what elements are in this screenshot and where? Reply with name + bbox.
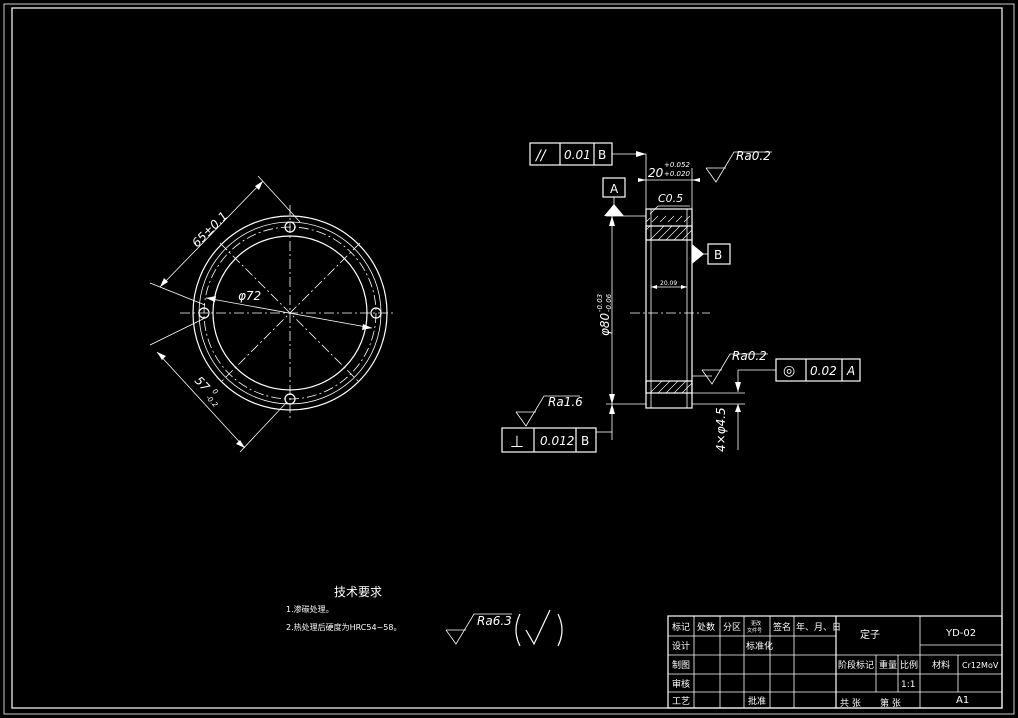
- dim-chord-bottom-tol-upper: 0: [211, 387, 220, 396]
- tb-process: 工艺: [672, 696, 690, 707]
- tb-drawing-no: YD-02: [945, 628, 976, 639]
- perpendicular-frame: [501, 427, 597, 453]
- tb-h-file-bottom: 文件号: [747, 627, 762, 634]
- front-view: [149, 175, 396, 453]
- tb-h-sign: 签名: [773, 621, 791, 633]
- tb-h-date: 年、月、日: [796, 621, 841, 633]
- tb-review: 审核: [672, 678, 690, 690]
- roughness-top: Ra0.2: [736, 149, 771, 163]
- notes-title: 技术要求: [334, 585, 382, 599]
- dia-tol-lower: -0.06: [605, 293, 613, 312]
- roughness-left: Ra1.6: [548, 395, 583, 409]
- parallel-symbol: //: [534, 148, 547, 164]
- tb-h-mark: 标记: [672, 621, 690, 633]
- dim-hole-circle: φ72: [238, 289, 261, 303]
- notes-item-2: 2.热处理后硬度为HRC54~58。: [286, 622, 401, 632]
- inner-frame: [11, 7, 1003, 709]
- tb-material-label: 材料: [932, 659, 950, 671]
- tb-weight: 重量: [879, 659, 897, 671]
- tb-part-name: 定子: [860, 628, 880, 641]
- tb-standardize: 标准化: [746, 640, 773, 652]
- dim-chord-bottom-tol-lower: -0.2: [204, 394, 220, 410]
- concentric-value: 0.02: [810, 364, 837, 378]
- perpendicular-datum: B: [581, 434, 589, 448]
- parallel-value: 0.01: [564, 148, 591, 162]
- dia-dim: φ80: [598, 312, 612, 336]
- chamfer-label: C0.5: [658, 192, 683, 205]
- notes-item-1: 1.渗碳处理。: [286, 604, 334, 614]
- dim-chord-top: 65±0.1: [189, 209, 230, 250]
- bracket-roughness-symbol: [515, 609, 563, 647]
- tb-scale-value: 1:1: [901, 680, 915, 690]
- tb-material-value: Cr12MoV: [962, 661, 999, 670]
- concentric-datum: A: [846, 364, 855, 378]
- tb-h-count: 处数: [697, 621, 715, 633]
- dim-chord-bottom: 57: [192, 373, 213, 394]
- width-dim: 20: [648, 166, 664, 180]
- width-tol-upper: +0.052: [664, 161, 690, 169]
- perpendicular-value: 0.012: [540, 434, 574, 448]
- tb-sheet-no: 第 张: [880, 697, 901, 709]
- general-roughness: Ra6.3: [477, 614, 512, 628]
- tb-drawing: 制图: [672, 659, 690, 671]
- general-roughness-symbol: [445, 613, 512, 645]
- tb-stage-mark: 阶段标记: [838, 659, 874, 671]
- width-tol-lower: +0.020: [664, 170, 690, 178]
- roughness-mid: Ra0.2: [732, 349, 767, 363]
- dia-tol-upper: -0.03: [596, 294, 604, 312]
- side-view: [515, 151, 776, 450]
- datum-a-label: A: [610, 182, 619, 196]
- tb-h-file-top: 更改: [751, 620, 761, 627]
- concentric-symbol: ◎: [783, 363, 795, 379]
- perpendicular-symbol: ⊥: [510, 432, 524, 451]
- tb-design: 设计: [672, 640, 690, 652]
- parallel-datum: B: [598, 148, 606, 162]
- tb-approve: 批准: [748, 695, 766, 707]
- datum-b-label: B: [714, 248, 722, 262]
- tb-size: A1: [956, 695, 969, 706]
- title-block: [667, 615, 1003, 709]
- concentric-frame: [775, 358, 861, 382]
- tb-scale-label: 比例: [900, 659, 918, 671]
- tb-h-zone: 分区: [723, 622, 741, 633]
- holes-dim: 4×φ4.5: [714, 407, 728, 452]
- inner-dim: 20.09: [660, 280, 677, 287]
- parallel-frame: [529, 142, 613, 166]
- outer-frame: [3, 3, 1015, 715]
- tb-total-sheets: 共 张: [840, 698, 861, 709]
